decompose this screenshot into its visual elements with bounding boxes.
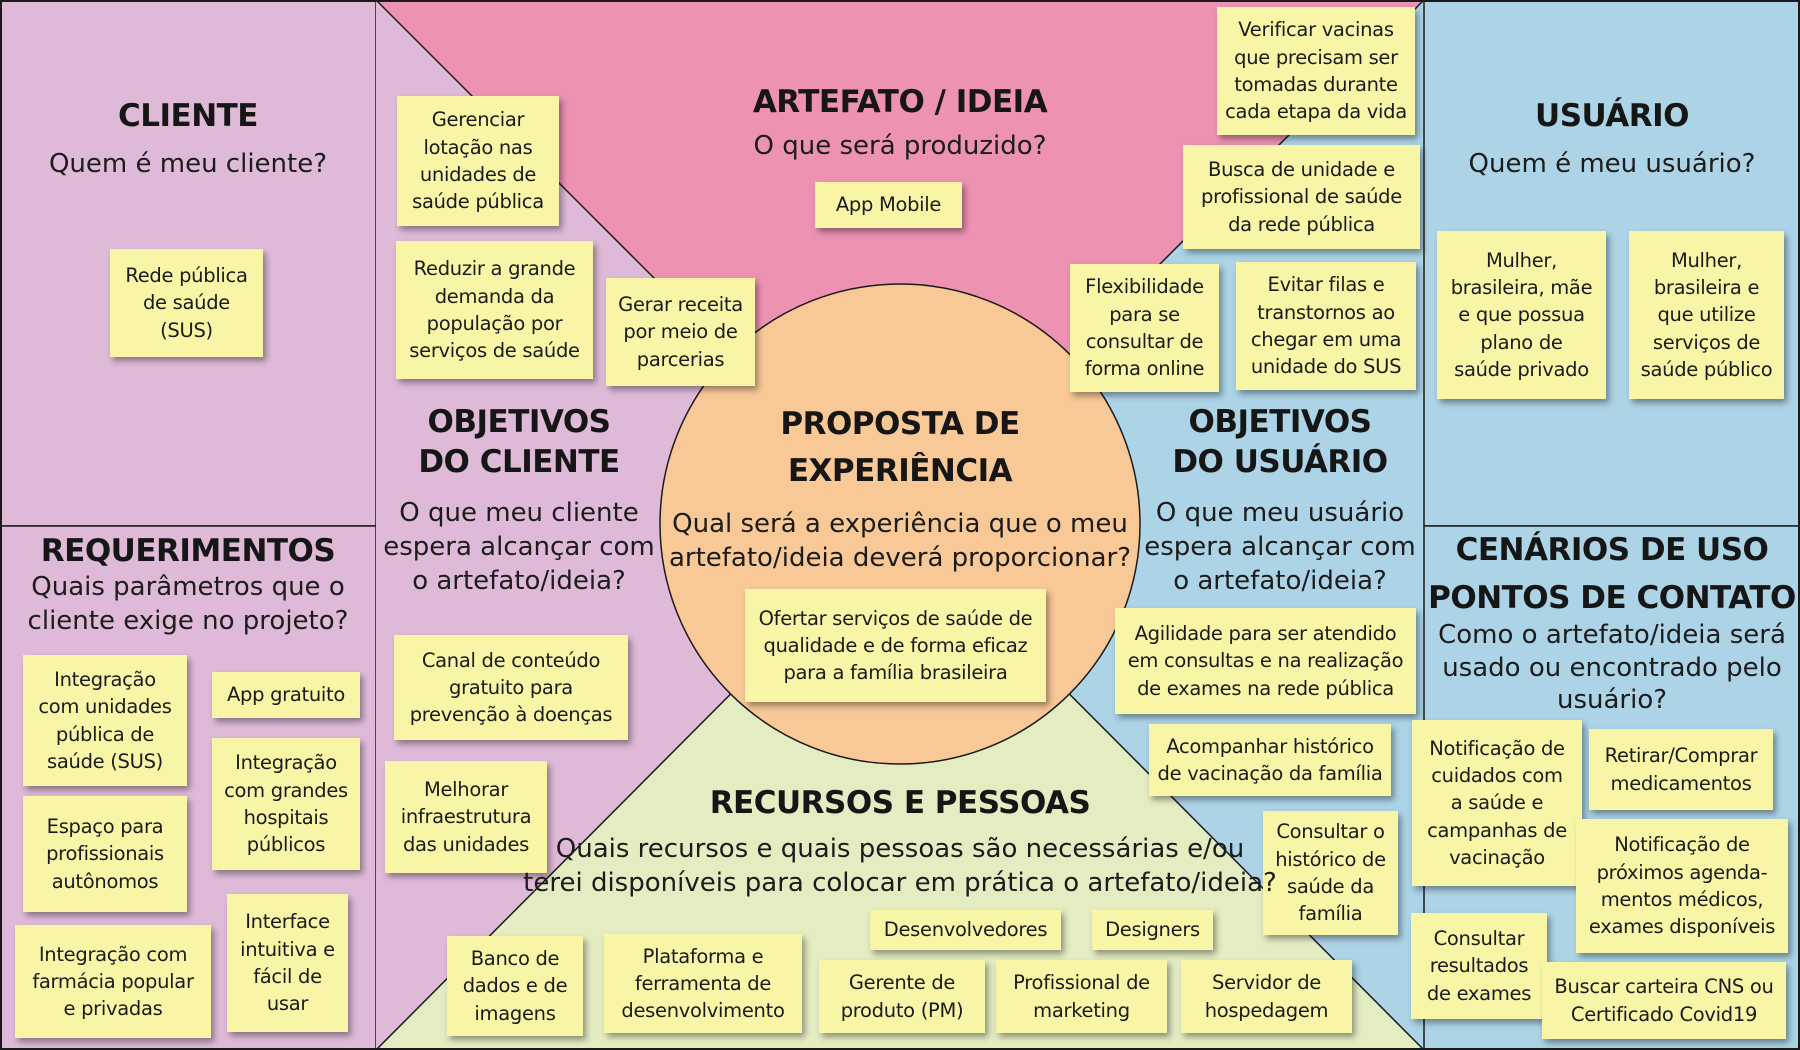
requerimentos-note-1: Integração com unidades pública de saúde… bbox=[23, 655, 187, 786]
objetivos-cliente-note-4: Canal de conteúdo gratuito para prevençã… bbox=[394, 635, 628, 740]
objetivos-usuario-note-5: Agilidade para ser atendido em consultas… bbox=[1115, 608, 1416, 714]
cenarios-note-4: Consultar resultados de exames bbox=[1411, 913, 1547, 1019]
objetivos-cliente-note-2: Reduzir a grande demanda da população po… bbox=[396, 241, 593, 379]
objetivos-usuario-note-2: Busca de unidade e profissional de saúde… bbox=[1183, 145, 1420, 249]
cenarios-note-5: Buscar carteira CNS ou Certificado Covid… bbox=[1542, 962, 1786, 1039]
objetivos-cliente-note-5: Melhorar infraestrutura das unidades bbox=[385, 761, 547, 873]
requerimentos-note-4: Espaço para profissionais autônomos bbox=[23, 796, 187, 912]
objetivos-usuario-note-3: Flexibilidade para se consultar de forma… bbox=[1070, 264, 1219, 392]
recursos-note-5: Gerente de produto (PM) bbox=[819, 960, 985, 1033]
cliente-title: CLIENTE bbox=[118, 98, 258, 134]
usuario-note-1: Mulher, brasileira, mãe e que possua pla… bbox=[1437, 231, 1606, 399]
cenarios-title: CENÁRIOS DE USO PONTOS DE CONTATO bbox=[1428, 532, 1796, 617]
objetivos-usuario-question: O que meu usuário espera alcançar com o … bbox=[1144, 498, 1416, 596]
recursos-note-6: Profissional de marketing bbox=[996, 960, 1167, 1033]
cenarios-note-1: Notificação de cuidados com a saúde e ca… bbox=[1412, 720, 1582, 886]
requerimentos-note-5: Interface intuitiva e fácil de usar bbox=[227, 894, 348, 1032]
cliente-note-1: Rede pública de saúde (SUS) bbox=[110, 249, 263, 357]
artefato-question: O que será produzido? bbox=[753, 131, 1047, 161]
objetivos-cliente-question: O que meu cliente espera alcançar com o … bbox=[383, 498, 655, 596]
cenarios-question: Como o artefato/ideia será usado ou enco… bbox=[1438, 620, 1786, 715]
artefato-note-1: App Mobile bbox=[815, 182, 962, 228]
objetivos-usuario-note-6: Acompanhar histórico de vacinação da fam… bbox=[1149, 724, 1391, 796]
objetivos-cliente-note-1: Gerenciar lotação nas unidades de saúde … bbox=[397, 96, 559, 226]
requerimentos-title: REQUERIMENTOS bbox=[40, 533, 336, 569]
proposta-note-1: Ofertar serviços de saúde de qualidade e… bbox=[745, 589, 1046, 702]
recursos-title: RECURSOS E PESSOAS bbox=[709, 785, 1091, 821]
requerimentos-note-3: Integração com grandes hospitais público… bbox=[212, 738, 360, 870]
requerimentos-note-2: App gratuito bbox=[212, 672, 360, 718]
usuario-note-2: Mulher, brasileira e que utilize serviço… bbox=[1629, 231, 1784, 399]
recursos-note-4: Designers bbox=[1092, 910, 1213, 950]
recursos-note-1: Banco de dados e de imagens bbox=[447, 936, 583, 1036]
cenarios-note-2: Retirar/Comprar medicamentos bbox=[1589, 729, 1773, 810]
requerimentos-question: Quais parâmetros que o cliente exige no … bbox=[27, 572, 349, 636]
recursos-note-3: Desenvolvedores bbox=[870, 910, 1061, 950]
usuario-question: Quem é meu usuário? bbox=[1468, 149, 1756, 179]
objetivos-cliente-note-3: Gerar receita por meio de parcerias bbox=[606, 278, 755, 386]
objetivos-usuario-note-4: Evitar filas e transtornos ao chegar em … bbox=[1236, 262, 1416, 390]
cenarios-note-3: Notificação de próximos agenda- mentos m… bbox=[1576, 819, 1788, 953]
cliente-question: Quem é meu cliente? bbox=[48, 149, 328, 179]
recursos-note-7: Servidor de hospedagem bbox=[1181, 960, 1352, 1033]
objetivos-usuario-note-7: Consultar o histórico de saúde da famíli… bbox=[1263, 811, 1398, 935]
proposta-title: PROPOSTA DE EXPERIÊNCIA bbox=[780, 406, 1020, 489]
objetivos-cliente-title: OBJETIVOS DO CLIENTE bbox=[418, 404, 620, 481]
usuario-title: USUÁRIO bbox=[1535, 98, 1689, 134]
objetivos-usuario-title: OBJETIVOS DO USUÁRIO bbox=[1172, 404, 1388, 481]
recursos-question: Quais recursos e quais pessoas são neces… bbox=[523, 834, 1277, 898]
requerimentos-note-6: Integração com farmácia popular e privad… bbox=[15, 925, 211, 1038]
artefato-title: ARTEFATO / IDEIA bbox=[752, 84, 1048, 120]
panel-artefato-background bbox=[376, 0, 1424, 524]
recursos-note-2: Plataforma e ferramenta de desenvolvimen… bbox=[604, 934, 802, 1033]
objetivos-usuario-note-1: Verificar vacinas que precisam ser tomad… bbox=[1217, 7, 1415, 135]
proposta-question: Qual será a experiência que o meu artefa… bbox=[668, 509, 1132, 573]
